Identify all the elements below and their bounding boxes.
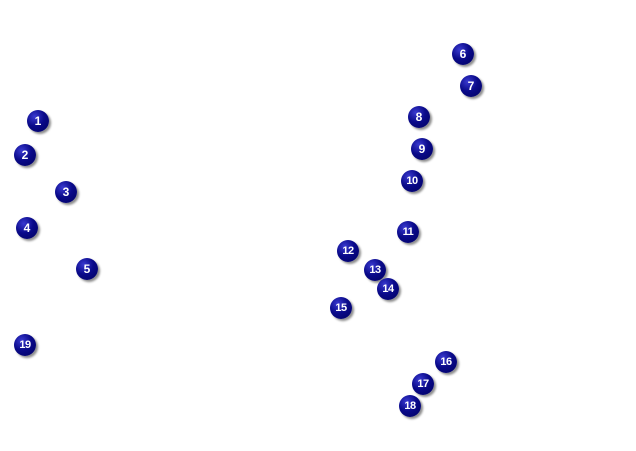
marker-4[interactable]: 4 [16, 217, 38, 239]
marker-18[interactable]: 18 [399, 395, 421, 417]
marker-17[interactable]: 17 [412, 373, 434, 395]
marker-8[interactable]: 8 [408, 106, 430, 128]
marker-15[interactable]: 15 [330, 297, 352, 319]
marker-3[interactable]: 3 [55, 181, 77, 203]
marker-9[interactable]: 9 [411, 138, 433, 160]
marker-1[interactable]: 1 [27, 110, 49, 132]
marker-13[interactable]: 13 [364, 259, 386, 281]
marker-14[interactable]: 14 [377, 278, 399, 300]
marker-7[interactable]: 7 [460, 75, 482, 97]
marker-12[interactable]: 12 [337, 240, 359, 262]
marker-2[interactable]: 2 [14, 144, 36, 166]
marker-10[interactable]: 10 [401, 170, 423, 192]
marker-5[interactable]: 5 [76, 258, 98, 280]
marker-19[interactable]: 19 [14, 334, 36, 356]
marker-11[interactable]: 11 [397, 221, 419, 243]
marker-6[interactable]: 6 [452, 43, 474, 65]
marker-16[interactable]: 16 [435, 351, 457, 373]
